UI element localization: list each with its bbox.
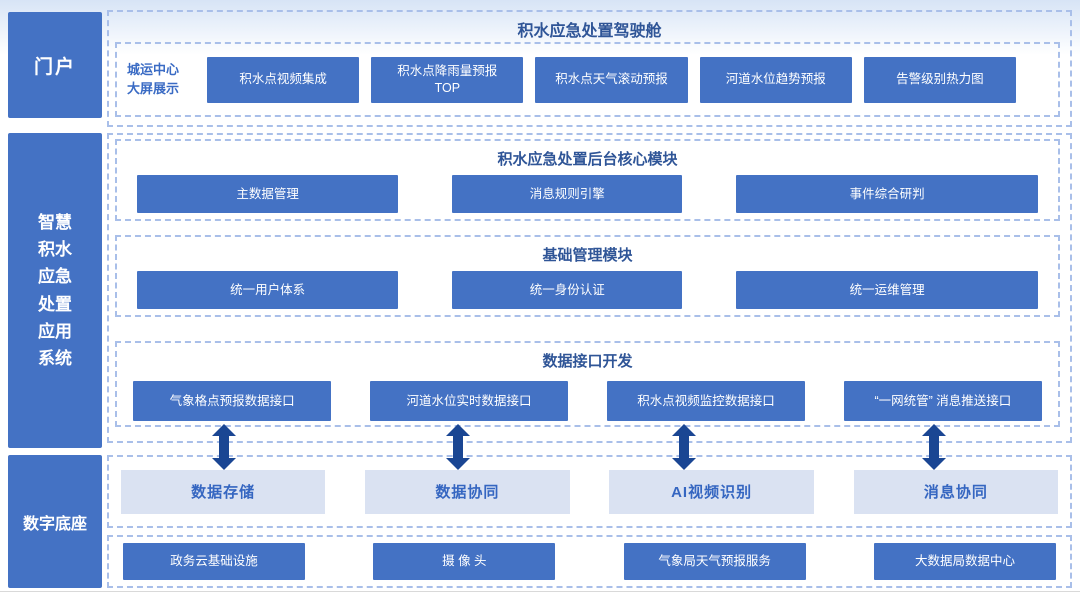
block-weather-grid-api: 气象格点预报数据接口 bbox=[133, 381, 332, 421]
block-rainfall-forecast-top: 积水点降雨量预报 TOP bbox=[371, 56, 524, 103]
infrastructure-section: 政务云基础设施 摄 像 头 气象局天气预报服务 大数据局数据中心 bbox=[107, 535, 1072, 588]
double-arrow-4 bbox=[922, 424, 946, 470]
basic-module-box: 基础管理模块 统一用户体系 统一身份认证 统一运维管理 bbox=[115, 235, 1060, 317]
bottom-divider bbox=[0, 591, 1080, 592]
application-system-section: 积水应急处置后台核心模块 主数据管理 消息规则引擎 事件综合研判 基础管理模块 … bbox=[107, 133, 1072, 443]
block-unified-ops-mgmt: 统一运维管理 bbox=[736, 271, 1038, 309]
double-arrow-1 bbox=[212, 424, 236, 470]
block-unified-user-system: 统一用户体系 bbox=[137, 271, 399, 309]
system-label: 智慧 积水 应急 处置 应用 系统 bbox=[38, 212, 72, 368]
double-arrow-3 bbox=[672, 424, 696, 470]
block-data-collaboration: 数据协同 bbox=[365, 469, 570, 514]
block-master-data: 主数据管理 bbox=[137, 175, 399, 213]
platform-layer-section: 数据存储 数据协同 AI视频识别 消息协同 bbox=[107, 455, 1072, 528]
basic-module-title: 基础管理模块 bbox=[542, 247, 633, 264]
block-ywtg-push-api: “一网统管” 消息推送接口 bbox=[843, 381, 1042, 421]
block-message-collaboration: 消息协同 bbox=[853, 469, 1058, 514]
core-module-title: 积水应急处置后台核心模块 bbox=[497, 151, 678, 168]
interface-module-title: 数据接口开发 bbox=[542, 353, 633, 370]
block-river-level-api: 河道水位实时数据接口 bbox=[369, 381, 569, 421]
sidebar-portal: 门户 bbox=[8, 12, 102, 118]
big-screen-box: 城运中心 大屏展示 积水点视频集成 积水点降雨量预报 TOP 积水点天气滚动预报… bbox=[115, 42, 1060, 117]
basic-module-buttons: 统一用户体系 统一身份认证 统一运维管理 bbox=[137, 271, 1038, 309]
block-gov-cloud: 政务云基础设施 bbox=[123, 543, 305, 580]
digital-base-label: 数字底座 bbox=[22, 515, 87, 533]
block-weather-bureau-service: 气象局天气预报服务 bbox=[623, 543, 806, 580]
infrastructure-boxes: 政务云基础设施 摄 像 头 气象局天气预报服务 大数据局数据中心 bbox=[123, 537, 1056, 586]
screen-display-label: 城运中心 大屏展示 bbox=[127, 61, 180, 96]
platform-boxes: 数据存储 数据协同 AI视频识别 消息协同 bbox=[121, 457, 1058, 526]
interface-buttons: 气象格点预报数据接口 河道水位实时数据接口 积水点视频监控数据接口 “一网统管”… bbox=[133, 381, 1042, 421]
sidebar-application-system: 智慧 积水 应急 处置 应用 系统 bbox=[8, 133, 102, 448]
block-message-rule-engine: 消息规则引擎 bbox=[452, 175, 683, 213]
block-river-level-trend: 河道水位趋势预报 bbox=[699, 56, 852, 103]
block-unified-identity-auth: 统一身份认证 bbox=[452, 271, 683, 309]
block-data-storage: 数据存储 bbox=[121, 469, 326, 514]
double-arrow-2 bbox=[446, 424, 470, 470]
block-video-integration: 积水点视频集成 bbox=[207, 56, 360, 103]
core-module-buttons: 主数据管理 消息规则引擎 事件综合研判 bbox=[137, 175, 1038, 213]
sidebar-digital-base: 数字底座 bbox=[8, 455, 102, 588]
block-ai-video-recognition: AI视频识别 bbox=[609, 469, 814, 514]
core-module-box: 积水应急处置后台核心模块 主数据管理 消息规则引擎 事件综合研判 bbox=[115, 139, 1060, 221]
block-alarm-heatmap: 告警级别热力图 bbox=[863, 56, 1017, 103]
block-bigdata-center: 大数据局数据中心 bbox=[874, 543, 1056, 580]
block-video-monitor-api: 积水点视频监控数据接口 bbox=[606, 381, 806, 421]
dashboard-title: 积水应急处置驾驶舱 bbox=[517, 23, 662, 40]
portal-label: 门户 bbox=[33, 56, 76, 78]
block-event-analysis: 事件综合研判 bbox=[736, 175, 1038, 213]
block-camera: 摄 像 头 bbox=[373, 543, 556, 580]
interface-module-box: 数据接口开发 气象格点预报数据接口 河道水位实时数据接口 积水点视频监控数据接口… bbox=[115, 341, 1060, 427]
dashboard-section: 积水应急处置驾驶舱 城运中心 大屏展示 积水点视频集成 积水点降雨量预报 TOP… bbox=[107, 10, 1072, 127]
dashboard-buttons: 积水点视频集成 积水点降雨量预报 TOP 积水点天气滚动预报 河道水位趋势预报 … bbox=[207, 56, 1017, 103]
block-weather-rolling-forecast: 积水点天气滚动预报 bbox=[535, 56, 688, 103]
